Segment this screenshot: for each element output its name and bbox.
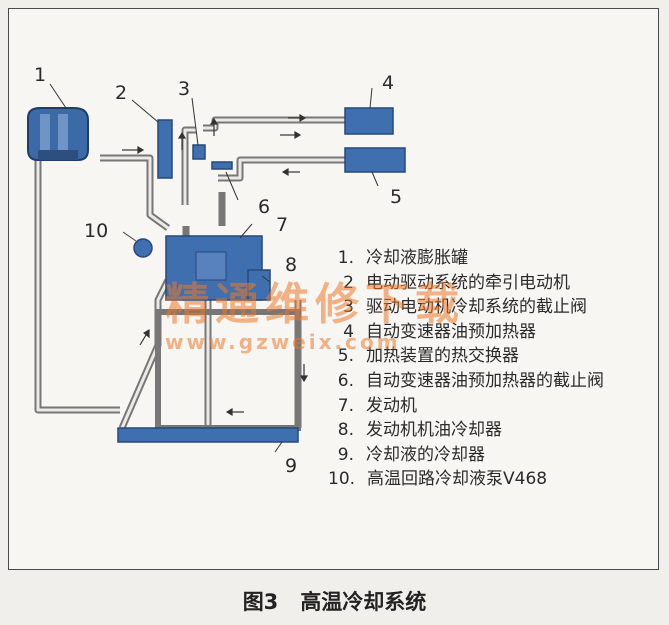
engine — [165, 235, 263, 301]
callout-10: 10 — [84, 220, 109, 242]
callout-8: 8 — [285, 254, 298, 276]
figure-title: 高温冷却系统 — [300, 590, 427, 614]
expansion-tank — [27, 107, 89, 161]
traction-motor — [157, 119, 173, 179]
callout-1: 1 — [34, 64, 47, 86]
watermark-text: 精通维修下载 — [165, 279, 465, 330]
legend-item: 8.发动机机油冷却器 — [337, 420, 502, 441]
motor-shutoff-valve — [192, 144, 206, 160]
coolant-radiator — [117, 427, 299, 443]
figure-number: 图3 — [242, 590, 279, 614]
callout-6: 6 — [258, 196, 271, 218]
heater-heat-exchanger — [344, 147, 406, 173]
callout-9: 9 — [285, 455, 298, 477]
legend-item: 6.自动变速器油预加热器的截止阀 — [337, 370, 604, 391]
watermark-url: www.gzweix.com — [165, 330, 401, 354]
callout-2: 2 — [115, 82, 128, 104]
preheater-shutoff-valve — [211, 161, 233, 170]
legend-item: 5.加热装置的热交换器 — [337, 346, 519, 367]
callout-3: 3 — [178, 78, 191, 100]
callout-4: 4 — [382, 72, 395, 94]
diagram-frame — [8, 8, 659, 570]
transmission-oil-preheater — [344, 107, 394, 135]
callout-7: 7 — [276, 214, 289, 236]
figure-caption: 图3 高温冷却系统 — [0, 586, 669, 616]
flow-arrows — [122, 113, 309, 417]
legend-item: 10.高温回路冷却液泵V468 — [328, 469, 548, 490]
legend-item: 9.冷却液的冷却器 — [337, 444, 485, 465]
legend-item: 1.冷却液膨胀罐 — [337, 248, 468, 268]
callout-5: 5 — [390, 186, 403, 208]
legend-item: 7.发动机 — [337, 395, 417, 416]
coolant-pump-v468 — [133, 238, 153, 258]
